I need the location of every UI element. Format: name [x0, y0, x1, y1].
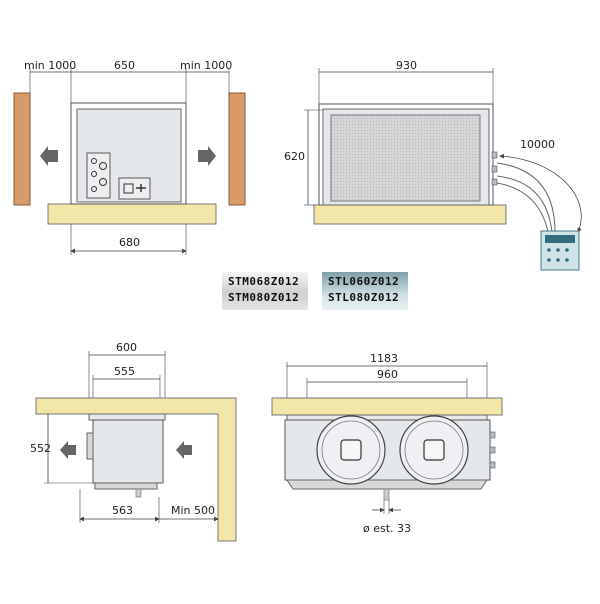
knob-icon	[99, 162, 107, 170]
ceiling-slab	[313, 204, 507, 225]
side-panel	[86, 432, 94, 460]
fan-left	[316, 415, 386, 485]
remote-button-icon	[547, 258, 551, 262]
air-grille	[330, 114, 481, 202]
unit-frame	[286, 414, 488, 421]
model-code: STM068Z012	[228, 275, 300, 288]
connector	[489, 446, 496, 454]
dim-clearance: Min 500	[171, 504, 215, 517]
dim-height: 552	[30, 442, 51, 455]
unit-frame	[88, 413, 166, 421]
bottom-left-view: 600 555 552 563 Min 500	[30, 341, 237, 542]
remote-button-icon	[556, 248, 560, 252]
cable-length-arc	[499, 153, 582, 233]
model-code: STL060Z012	[328, 275, 400, 288]
dim-height: 620	[284, 150, 305, 163]
terminal-icon	[123, 183, 134, 194]
knob-icon	[91, 171, 97, 177]
knob-icon	[91, 158, 97, 164]
dim-min-left: min 1000	[24, 59, 76, 72]
connector	[489, 461, 496, 469]
dim-min-right: min 1000	[180, 59, 232, 72]
dim-inner: 960	[377, 368, 398, 381]
ceiling-slab	[271, 397, 503, 416]
unit-frame	[70, 102, 187, 205]
connector	[491, 151, 498, 159]
dim-depth: 563	[112, 504, 133, 517]
dim-width: 930	[396, 59, 417, 72]
model-code: STM080Z012	[228, 291, 300, 304]
dim-cable: 10000	[520, 138, 555, 151]
ceiling-slab	[35, 397, 237, 542]
remote-button-icon	[556, 258, 560, 262]
fan-motor	[340, 439, 362, 461]
fan-motor	[423, 439, 445, 461]
remote-display	[545, 235, 575, 243]
air-out-arrow-icon	[40, 146, 58, 166]
remote-button-icon	[547, 248, 551, 252]
drain-pipe	[135, 488, 142, 498]
control-panel	[86, 152, 111, 199]
ceiling-slab	[47, 203, 217, 225]
dim-drain: ø est. 33	[363, 522, 411, 535]
air-out-arrow-icon	[60, 441, 76, 459]
unit-body	[92, 419, 164, 484]
fan-icon	[404, 420, 464, 480]
dim-inner: 555	[114, 365, 135, 378]
model-label-stm: STM068Z012 STM080Z012	[222, 272, 308, 310]
dim-base: 680	[119, 236, 140, 249]
dim-outer: 1183	[370, 352, 398, 365]
knob-icon	[91, 186, 97, 192]
dim-width: 650	[114, 59, 135, 72]
knob-icon	[99, 178, 107, 186]
dim-outer: 600	[116, 341, 137, 354]
drain-tray	[286, 479, 488, 490]
connector	[491, 178, 498, 186]
drain-pipe	[383, 488, 390, 501]
fan-right	[399, 415, 469, 485]
terminal-box	[118, 177, 151, 200]
model-code: STL080Z012	[328, 291, 400, 304]
air-in-arrow-icon	[198, 146, 216, 166]
drain-outlet	[94, 482, 158, 490]
bottom-right-view: 1183 960 ø est. 33	[271, 352, 503, 535]
connector	[491, 165, 498, 173]
top-right-view: 10000 930 620	[284, 59, 582, 271]
connector	[489, 431, 496, 439]
remote-button-icon	[565, 258, 569, 262]
top-left-view: min 1000 650 min 1000 680	[13, 59, 246, 255]
remote-button-icon	[565, 248, 569, 252]
fan-icon	[321, 420, 381, 480]
left-wall	[13, 92, 31, 206]
model-label-stl: STL060Z012 STL080Z012	[322, 272, 408, 310]
air-in-arrow-icon	[176, 441, 192, 459]
right-wall	[228, 92, 246, 206]
